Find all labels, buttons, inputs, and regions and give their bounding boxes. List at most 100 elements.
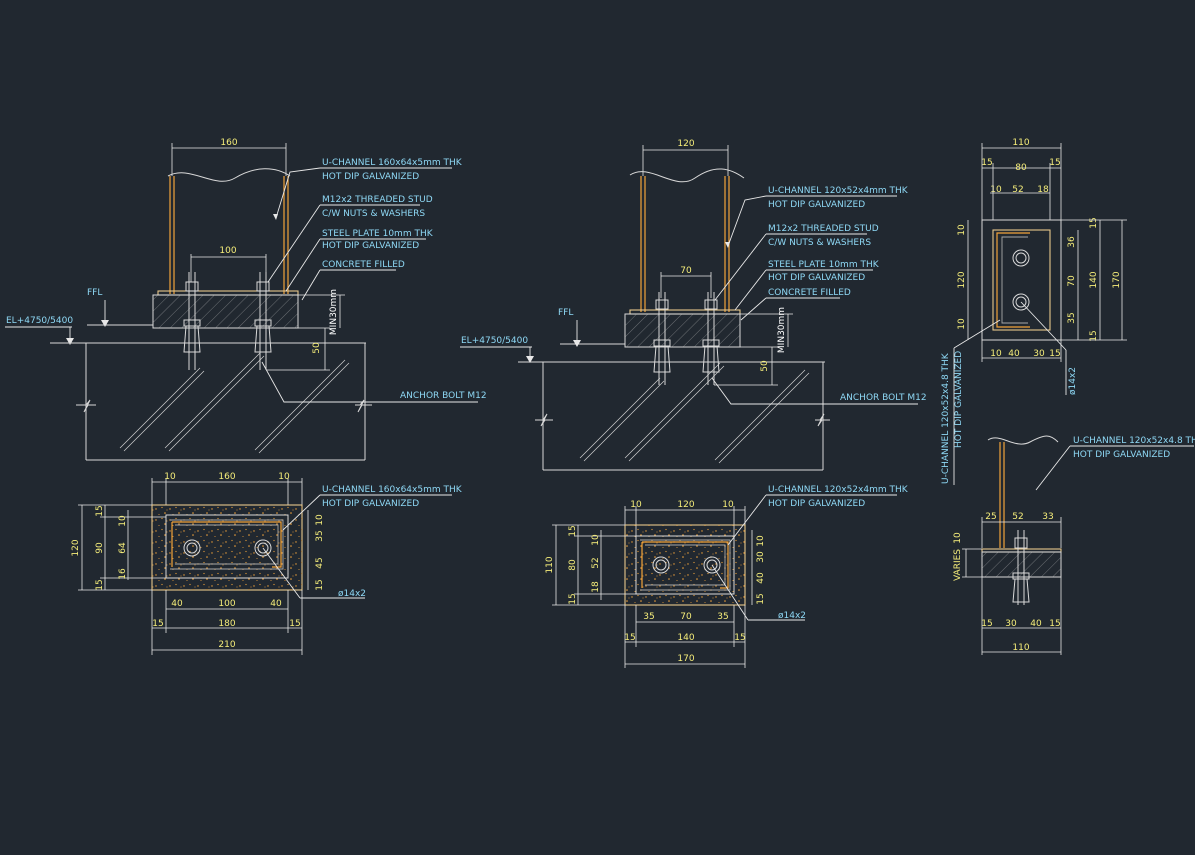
callout-hot-dip-plan: HOT DIP GALVANIZED <box>322 499 419 509</box>
el-label-2: EL+4750/5400 <box>461 336 528 346</box>
dim-text: 35 <box>315 530 325 541</box>
dim-text: 15 <box>95 505 105 516</box>
callout-hot-dip-2: HOT DIP GALVANIZED <box>322 241 419 251</box>
dim-text: 30 <box>1005 619 1017 629</box>
dim-text: 10 <box>630 500 642 510</box>
dim-text: 70 <box>680 266 692 276</box>
dim-text: 15 <box>981 158 992 168</box>
dim-text: 140 <box>1089 271 1099 288</box>
dim-text: 15 <box>734 633 745 643</box>
dim-text: 15 <box>1049 349 1060 359</box>
callout-u-channel-160: U-CHANNEL 160x64x5mm THK <box>322 158 463 168</box>
dim-text: 15 <box>756 593 766 604</box>
callout-u-channel-48-vert: U-CHANNEL 120x52x4.8 THK <box>941 352 951 484</box>
dim-text: 10 <box>164 472 176 482</box>
dim-text: 52 <box>591 557 601 568</box>
dim-text: 25 <box>985 512 996 522</box>
callout-nuts-2: C/W NUTS & WASHERS <box>768 238 871 248</box>
dim-text: 10 <box>278 472 290 482</box>
dim-text: 64 <box>118 542 128 554</box>
callout-plate-2: STEEL PLATE 10mm THK <box>768 260 880 270</box>
dim-text: 40 <box>1008 349 1020 359</box>
dim-text: 50 <box>312 342 322 354</box>
dim-text: 10 <box>118 515 128 527</box>
dim-text: 70 <box>680 612 692 622</box>
dim-text: 170 <box>1112 271 1122 288</box>
dim-text: 30 <box>756 551 766 563</box>
dim-text: 35 <box>1067 312 1077 323</box>
dim-text: 35 <box>643 612 654 622</box>
callout-stud: M12x2 THREADED STUD <box>322 195 433 205</box>
detail-3-elevation: U-CHANNEL 120x52x4.8 THK HOT DIP GALVANI… <box>953 435 1195 655</box>
dim-text: 15 <box>568 593 578 604</box>
callout-dia14-right: ø14x2 <box>1068 367 1078 395</box>
anchor-bolt-mid-right <box>702 292 720 385</box>
dim-text: 160 <box>218 472 235 482</box>
dim-text: 52 <box>1012 185 1023 195</box>
callout-nuts: C/W NUTS & WASHERS <box>322 209 425 219</box>
dim-text: 15 <box>152 619 163 629</box>
dim-text: 10 <box>990 349 1002 359</box>
dim-text: 160 <box>220 138 237 148</box>
dim-text: 15 <box>1049 619 1060 629</box>
dim-text: 40 <box>1030 619 1042 629</box>
dim-text: 180 <box>218 619 235 629</box>
callout-concrete: CONCRETE FILLED <box>322 260 405 270</box>
callout-hot-dip-6: HOT DIP GALVANIZED <box>1073 450 1170 460</box>
callout-hot-dip: HOT DIP GALVANIZED <box>322 172 419 182</box>
dim-text: 170 <box>677 654 694 664</box>
callout-hot-dip-4: HOT DIP GALVANIZED <box>768 273 865 283</box>
anchor-bolt-mid-left <box>653 292 671 385</box>
dim-text: 110 <box>1012 643 1029 653</box>
dim-text: 120 <box>677 500 694 510</box>
callout-u-channel-120: U-CHANNEL 120x52x4mm THK <box>768 186 909 196</box>
callout-u-channel-120-plan: U-CHANNEL 120x52x4mm THK <box>768 485 909 495</box>
anchor-bolt-label-2: ANCHOR BOLT M12 <box>840 393 927 403</box>
dim-text: 110 <box>545 556 555 573</box>
detail-2-elevation: 120 70 FFL EL+4750/5400 <box>460 139 927 471</box>
dim-text: 140 <box>677 633 694 643</box>
dim-text: 40 <box>171 599 183 609</box>
dim-text: 80 <box>1015 163 1027 173</box>
dim-text: 90 <box>95 542 105 554</box>
dim-text: 15 <box>1089 217 1099 228</box>
dim-text: 110 <box>1012 138 1029 148</box>
dim-text: 210 <box>218 640 235 650</box>
anchor-bolt-left <box>183 272 201 370</box>
callout-hot-dip-3: HOT DIP GALVANIZED <box>768 200 865 210</box>
dim-text: 10 <box>953 532 963 544</box>
dim-text: 50 <box>760 360 770 372</box>
detail-2-plan: 10 120 10 110 15 80 15 10 52 18 10 30 40… <box>545 485 909 668</box>
dim-text: 40 <box>270 599 282 609</box>
ffl-label: FFL <box>87 288 102 298</box>
dim-text: 18 <box>591 581 601 593</box>
min30-label-2: MIN30mm <box>777 307 787 353</box>
callout-hot-dip-5: HOT DIP GALVANIZED <box>768 499 865 509</box>
dim-text: 100 <box>218 599 235 609</box>
el-label: EL+4750/5400 <box>6 316 73 326</box>
dim-text: 10 <box>756 535 766 547</box>
dim-text: 15 <box>289 619 300 629</box>
dim-text: 15 <box>315 579 325 590</box>
anchor-bolt-label: ANCHOR BOLT M12 <box>400 391 487 401</box>
dim-text: 100 <box>219 246 236 256</box>
ffl-label-2: FFL <box>558 308 573 318</box>
dim-text: 10 <box>722 500 734 510</box>
callout-dia14-left: ø14x2 <box>338 589 366 599</box>
dim-text: 15 <box>624 633 635 643</box>
dim-text: 80 <box>568 559 578 571</box>
dim-text: 120 <box>677 139 694 149</box>
callout-stud-2: M12x2 THREADED STUD <box>768 224 879 234</box>
dim-text: 30 <box>1033 349 1045 359</box>
dim-text: 15 <box>1089 330 1099 341</box>
dim-text: 10 <box>990 185 1002 195</box>
anchor-bolt-right <box>254 272 272 370</box>
dim-text: 10 <box>957 224 967 236</box>
dim-text: 70 <box>1067 275 1077 287</box>
detail-1-elevation: 160 100 <box>5 138 487 461</box>
dim-text: 40 <box>756 572 766 584</box>
varies-label: VARIES <box>953 549 963 581</box>
callout-hot-dip-vert: HOT DIP GALVANIZED <box>954 351 964 448</box>
callout-dia14-mid: ø14x2 <box>778 611 806 621</box>
